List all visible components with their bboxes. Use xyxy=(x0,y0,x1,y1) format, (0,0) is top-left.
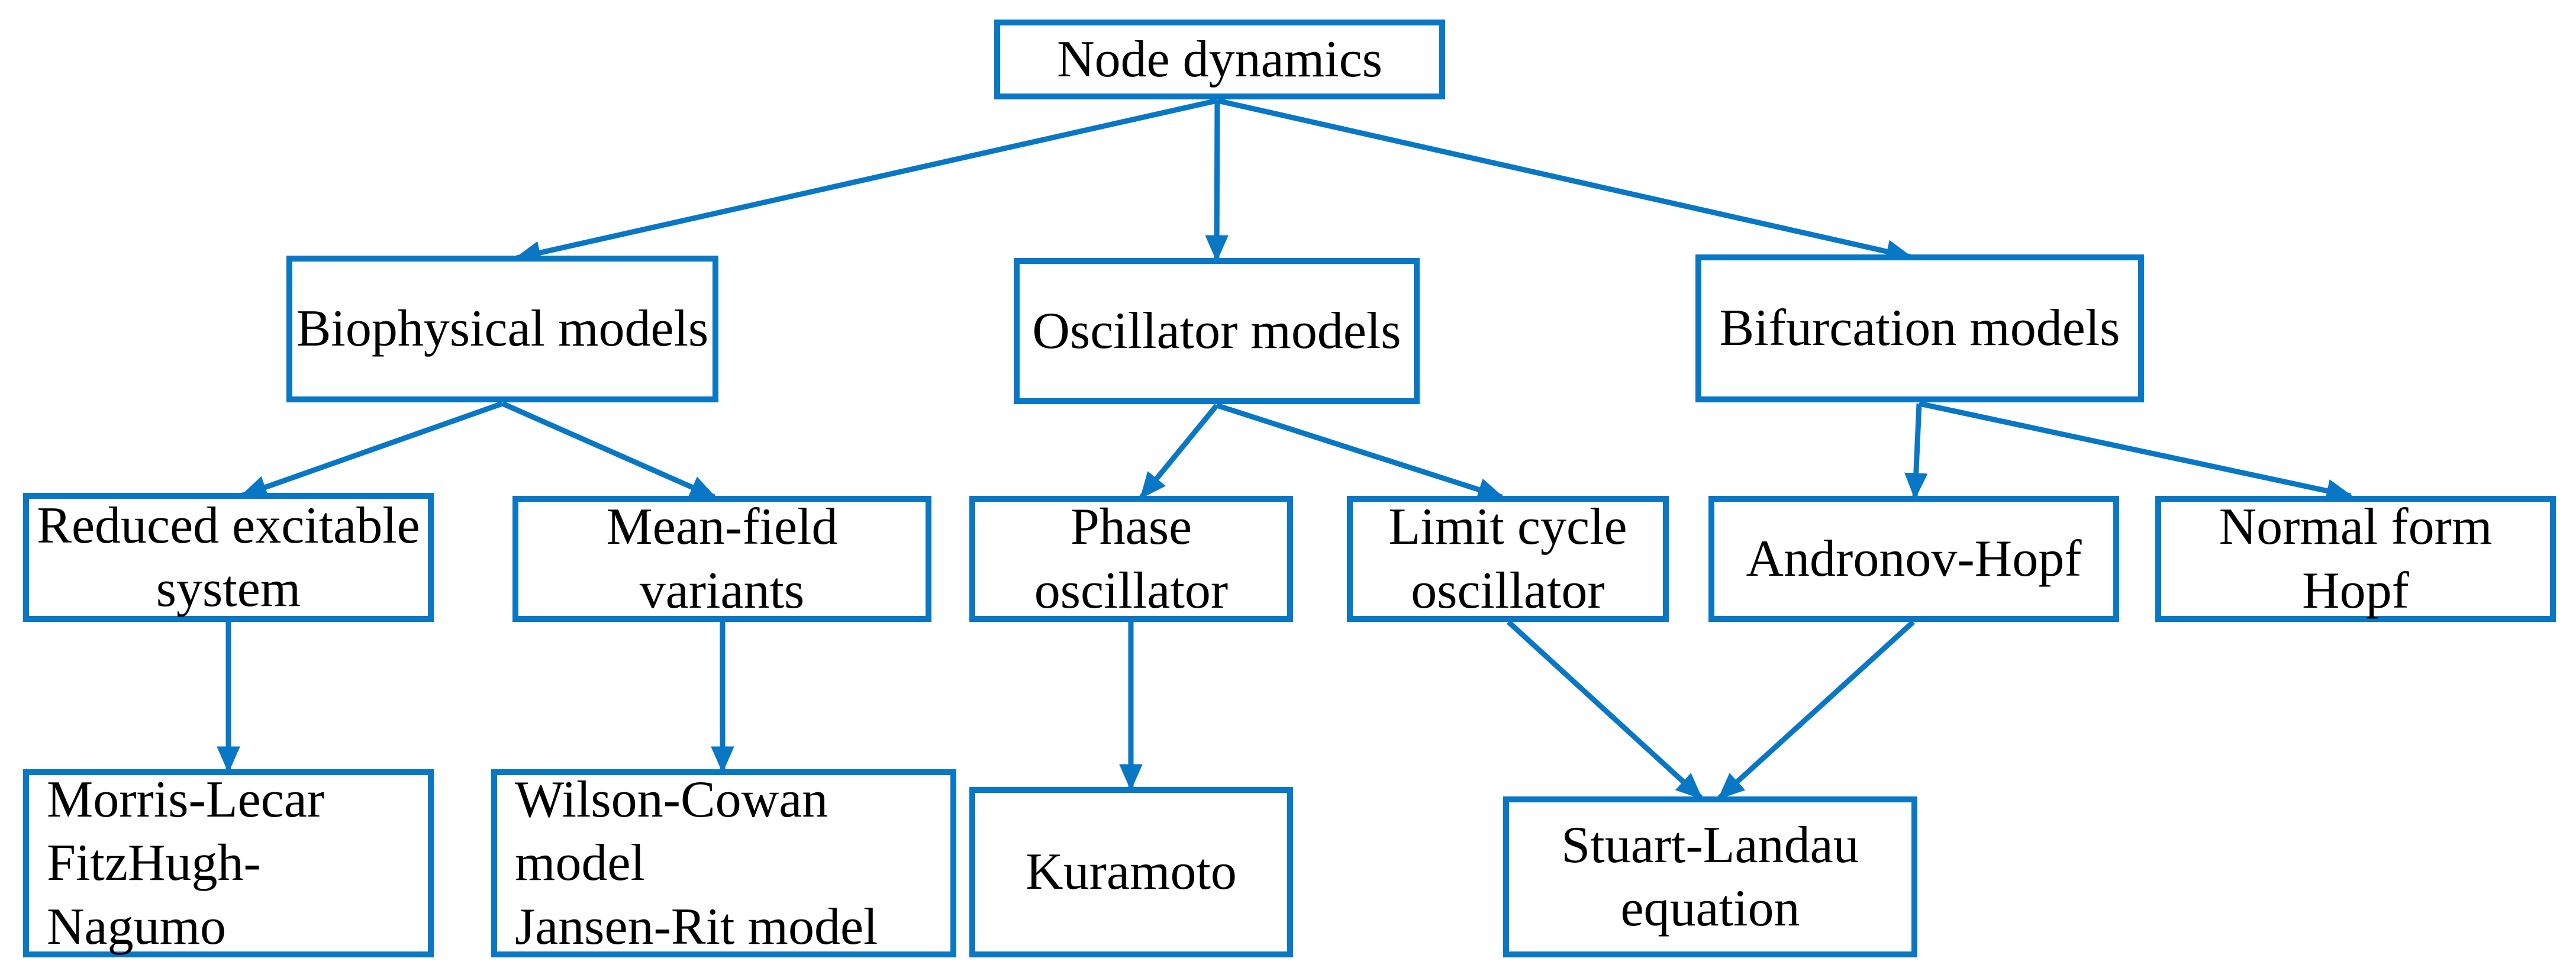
node-oscillator-models-label: Oscillator models xyxy=(1032,302,1401,360)
node-node-dynamics-label: Node dynamics xyxy=(1057,30,1382,88)
node-reduced-excitable-system-label: Reduced excitable system xyxy=(37,496,420,618)
connector-oscillator-to-limit-cycle xyxy=(1216,402,1505,501)
node-reduced-excitable-system: Reduced excitable system xyxy=(23,493,434,622)
connector-node-dynamics-to-biophysical xyxy=(514,98,1218,264)
node-oscillator-models: Oscillator models xyxy=(1014,258,1420,404)
node-normal-form-hopf: Normal form Hopf xyxy=(2155,496,2556,622)
node-mean-field-variants: Mean-field variants xyxy=(512,496,931,622)
node-limit-cycle-oscillator-label: Limit cycle oscillator xyxy=(1388,498,1627,620)
connector-bifurcation-to-andronov xyxy=(1904,403,1928,500)
node-limit-cycle-oscillator: Limit cycle oscillator xyxy=(1347,496,1669,622)
connector-oscillator-to-phase xyxy=(1139,404,1219,499)
node-andronov-hopf: Andronov-Hopf xyxy=(1708,496,2119,622)
node-bifurcation-models-label: Bifurcation models xyxy=(1719,299,2120,357)
node-stuart-landau-equation-label: Stuart-Landau equation xyxy=(1561,816,1859,937)
node-biophysical-models-label: Biophysical models xyxy=(296,300,709,358)
connector-andronov-to-stuart-landau xyxy=(1717,620,1916,800)
node-wilson-cowan-jansen-rit-label: Wilson-Cowan model Jansen-Rit model xyxy=(515,770,878,956)
connector-node-dynamics-to-bifurcation xyxy=(1217,98,1913,263)
connector-limit-cycle-to-stuart-landau xyxy=(1506,620,1703,800)
node-phase-oscillator-label: Phase oscillator xyxy=(1034,498,1229,620)
node-bifurcation-models: Bifurcation models xyxy=(1695,254,2144,402)
node-phase-oscillator: Phase oscillator xyxy=(969,496,1293,622)
node-kuramoto: Kuramoto xyxy=(969,787,1293,957)
connector-biophysical-to-mean-field xyxy=(501,401,717,500)
node-mean-field-variants-label: Mean-field variants xyxy=(606,498,838,620)
node-node-dynamics: Node dynamics xyxy=(994,20,1445,99)
node-normal-form-hopf-label: Normal form Hopf xyxy=(2219,498,2493,620)
node-morris-lecar-fitzhugh-nagumo-label: Morris-Lecar FitzHugh-Nagumo xyxy=(47,770,325,956)
node-wilson-cowan-jansen-rit: Wilson-Cowan model Jansen-Rit model xyxy=(491,769,956,957)
node-stuart-landau-equation: Stuart-Landau equation xyxy=(1503,796,1917,957)
node-morris-lecar-fitzhugh-nagumo: Morris-Lecar FitzHugh-Nagumo xyxy=(23,769,434,957)
connector-bifurcation-to-normal-form xyxy=(1919,401,2353,502)
node-biophysical-models: Biophysical models xyxy=(286,256,718,402)
connector-biophysical-to-reduced xyxy=(240,401,504,499)
node-andronov-hopf-label: Andronov-Hopf xyxy=(1746,530,2082,588)
node-kuramoto-label: Kuramoto xyxy=(1026,843,1237,901)
